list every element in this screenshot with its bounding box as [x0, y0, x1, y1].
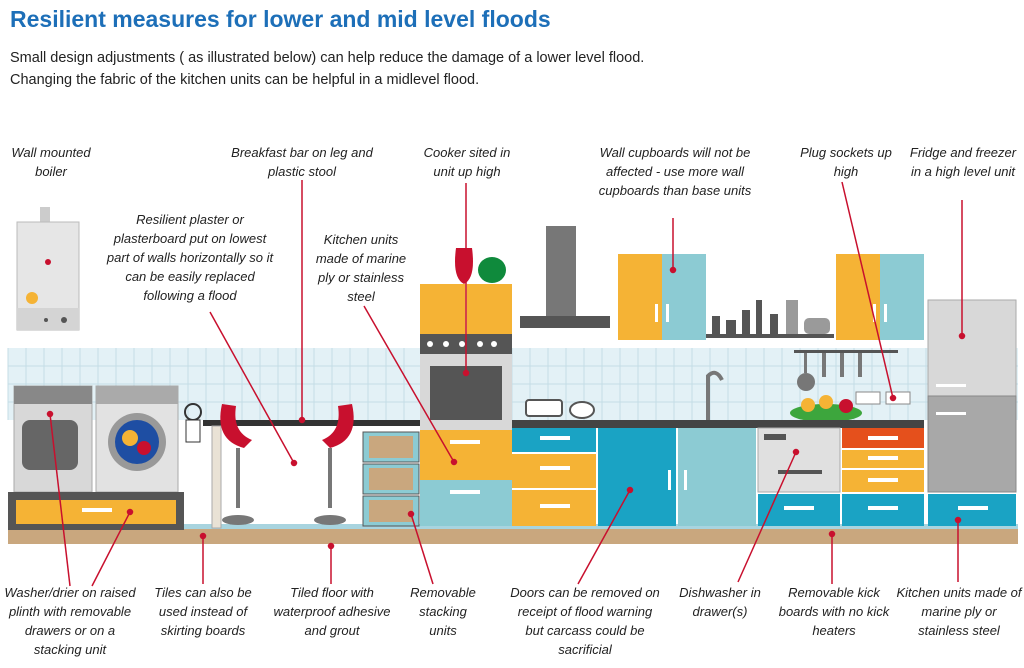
wall-cupboards-right: [836, 254, 924, 340]
leader-lines: [46, 180, 966, 587]
label-plug-sockets: Plug sockets up high: [800, 145, 892, 179]
base-unit-drawers: [512, 428, 596, 526]
skirting-tiles: [8, 524, 1018, 529]
label-cooker: Cooker sited in unit up high: [423, 145, 511, 179]
base-unit-right: [842, 428, 924, 526]
label-kick-boards: Removable kick boards with no kick heate…: [778, 585, 890, 638]
stool-left: [220, 404, 254, 525]
label-boiler: Wall mounted boiler: [11, 145, 91, 179]
label-kitchen-units-bottom: Kitchen units made of marine ply or stai…: [896, 585, 1022, 638]
utensil-rail: [794, 350, 898, 391]
intro-text: Small design adjustments ( as illustrate…: [10, 50, 645, 88]
fridge-freezer: [927, 299, 1017, 526]
label-dishwasher: Dishwasher in drawer(s): [679, 585, 761, 619]
green-bowl: [478, 257, 506, 283]
red-vase: [455, 248, 473, 284]
label-doors: Doors can be removed on receipt of flood…: [510, 585, 660, 657]
tap: [706, 370, 724, 420]
floor: [8, 528, 1018, 544]
dishwasher: [757, 427, 841, 526]
label-tiles: Tiles can also be used instead of skirti…: [154, 585, 252, 638]
page-title: Resilient measures for lower and mid lev…: [10, 6, 551, 32]
fruit-bowl: [790, 395, 862, 422]
label-plaster: Resilient plaster or plasterboard put on…: [106, 212, 274, 303]
label-wall-cupboards: Wall cupboards will not be affected - us…: [598, 145, 752, 198]
base-unit-doors: [598, 428, 756, 526]
wall-cupboards-left: [618, 254, 706, 340]
breakfast-bar: [203, 420, 423, 529]
washer-drier: [8, 385, 184, 530]
label-kitchen-units-top: Kitchen units made of marine ply or stai…: [315, 232, 407, 304]
extractor-hood: [520, 226, 610, 328]
label-fridge: Fridge and freezer in a high level unit: [909, 145, 1017, 179]
pots: [525, 399, 595, 419]
label-breakfast-bar: Breakfast bar on leg and plastic stool: [231, 145, 373, 179]
worktop: [512, 420, 924, 428]
label-tiled-floor: Tiled floor with waterproof adhesive and…: [273, 585, 391, 638]
stool-right: [314, 404, 354, 525]
boiler: [16, 207, 80, 331]
label-washer: Washer/drier on raised plinth with remov…: [4, 585, 136, 657]
stacking-units: [362, 431, 420, 527]
shelf: [706, 300, 834, 338]
label-stacking: Removable stacking units: [410, 585, 476, 638]
